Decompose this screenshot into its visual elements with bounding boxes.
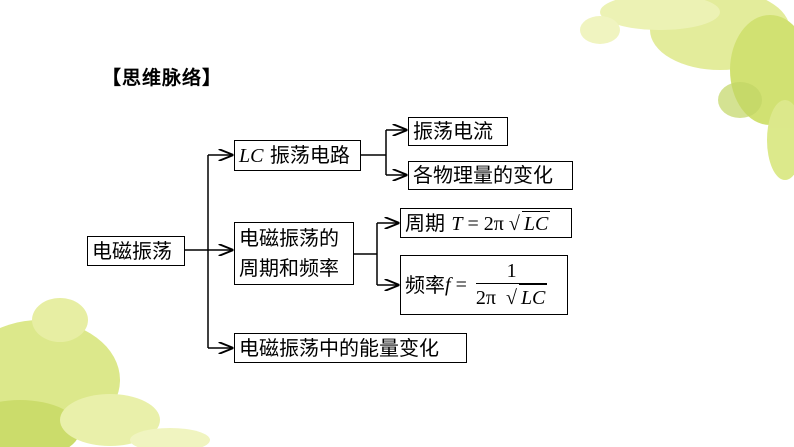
frequency-formula-equals: = [450, 274, 472, 296]
lc-circuit-label-rest: 振荡电路 [263, 143, 350, 167]
sqrt-radical-icon: √ [508, 213, 520, 235]
period-formula-node: 周期 T = 2π √LC [400, 208, 572, 238]
sqrt-radical-icon: √ [505, 287, 517, 309]
frequency-denominator: 2π √LC [476, 284, 548, 311]
frequency-denominator-prefix: 2π [475, 287, 506, 309]
period-formula-radicand: LC [521, 211, 551, 235]
lc-circuit-node: LC 振荡电路 [234, 140, 361, 171]
period-frequency-line2: 周期和频率 [239, 256, 339, 280]
period-formula-prefix: 周期 [405, 211, 452, 235]
oscillating-current-label: 振荡电流 [413, 119, 493, 143]
frequency-denominator-radicand: LC [518, 284, 548, 311]
section-heading: 【思维脉络】 [102, 67, 223, 89]
period-frequency-line1: 电磁振荡的 [239, 226, 339, 250]
frequency-fraction: 1 2π √LC [475, 259, 548, 311]
physical-quantities-change-node: 各物理量的变化 [408, 161, 573, 190]
physical-quantities-change-label: 各物理量的变化 [413, 163, 553, 187]
period-formula-variable: T [451, 213, 463, 235]
root-label: 电磁振荡 [92, 239, 172, 263]
frequency-numerator: 1 [475, 259, 548, 284]
root-node: 电磁振荡 [87, 236, 185, 266]
lc-circuit-label-italic: LC [239, 145, 264, 167]
frequency-formula-prefix: 频率 [405, 273, 445, 297]
frequency-formula-node: 频率 f = 1 2π √LC [400, 255, 568, 315]
period-formula-equals: = 2π [462, 213, 509, 235]
oscillating-current-node: 振荡电流 [408, 117, 508, 146]
period-frequency-node: 电磁振荡的 周期和频率 [234, 222, 354, 285]
frequency-formula-variable: f [445, 274, 451, 296]
energy-change-node: 电磁振荡中的能量变化 [234, 333, 467, 363]
energy-change-label: 电磁振荡中的能量变化 [239, 336, 439, 360]
